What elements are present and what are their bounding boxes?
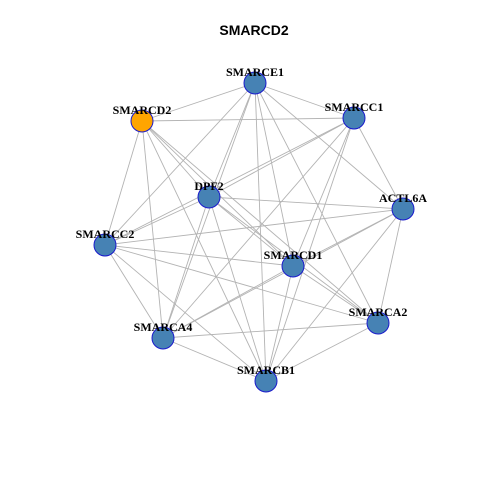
edge-smarcd1-smarca4 bbox=[162, 265, 294, 339]
node-label-dpf2: DPF2 bbox=[194, 179, 223, 193]
edge-actl6a-smarcc2 bbox=[104, 208, 404, 246]
node-smarcd2[interactable] bbox=[130, 109, 154, 133]
edge-smarce1-smarcd1 bbox=[254, 82, 294, 267]
edge-smarce1-smarcc1 bbox=[254, 82, 355, 119]
edge-dpf2-smarcd1 bbox=[208, 196, 294, 267]
edge-smarcc2-smarcb1 bbox=[104, 244, 267, 382]
edge-dpf2-smarcc2 bbox=[104, 196, 210, 246]
edge-smarcc1-dpf2 bbox=[208, 117, 355, 198]
diagram-title: SMARCD2 bbox=[219, 22, 288, 38]
edge-dpf2-smarca4 bbox=[162, 196, 210, 339]
edge-smarca2-smarca4 bbox=[162, 322, 379, 339]
edge-smarcc1-smarcd1 bbox=[292, 117, 355, 267]
node-label-smarcd2: SMARCD2 bbox=[113, 103, 172, 117]
edge-smarce1-actl6a bbox=[254, 82, 404, 210]
node-label-smarcd1: SMARCD1 bbox=[264, 248, 323, 262]
edge-smarcd1-smarcb1 bbox=[265, 265, 294, 382]
edge-actl6a-smarca2 bbox=[377, 208, 404, 324]
edge-smarcc1-smarca4 bbox=[162, 117, 355, 339]
node-smarcc1[interactable] bbox=[342, 106, 366, 130]
node-dpf2[interactable] bbox=[197, 185, 221, 209]
edge-smarcd2-smarcc1 bbox=[141, 117, 355, 122]
edge-smarcd2-smarcc2 bbox=[104, 120, 143, 246]
edge-smarcd2-smarcb1 bbox=[141, 120, 267, 382]
node-smarca2[interactable] bbox=[366, 311, 390, 335]
edge-smarcc2-smarca2 bbox=[104, 244, 379, 324]
edge-smarce1-smarca4 bbox=[162, 82, 256, 339]
edge-actl6a-smarca4 bbox=[162, 208, 404, 339]
edge-smarcd2-smarca4 bbox=[141, 120, 164, 339]
node-label-smarca4: SMARCA4 bbox=[134, 320, 193, 334]
edge-smarcc1-smarcc2 bbox=[104, 117, 355, 246]
node-label-smarce1: SMARCE1 bbox=[226, 65, 284, 79]
edge-smarce1-smarcd2 bbox=[141, 82, 256, 122]
edge-smarca4-smarcb1 bbox=[162, 337, 267, 382]
edge-smarcc2-smarca4 bbox=[104, 244, 164, 339]
node-label-smarcb1: SMARCB1 bbox=[237, 363, 295, 377]
node-label-smarca2: SMARCA2 bbox=[349, 305, 408, 319]
node-smarca4[interactable] bbox=[151, 326, 175, 350]
node-layer bbox=[93, 71, 415, 393]
edge-dpf2-smarcb1 bbox=[208, 196, 267, 382]
node-smarcd1[interactable] bbox=[281, 254, 305, 278]
node-actl6a[interactable] bbox=[391, 197, 415, 221]
edge-actl6a-smarcb1 bbox=[265, 208, 404, 382]
edge-smarcc1-smarcb1 bbox=[265, 117, 355, 382]
edge-smarcc2-smarcd1 bbox=[104, 244, 294, 267]
edge-smarcc1-actl6a bbox=[353, 117, 404, 210]
edge-dpf2-actl6a bbox=[208, 196, 404, 210]
node-label-smarcc2: SMARCC2 bbox=[76, 227, 135, 241]
edge-smarce1-smarca2 bbox=[254, 82, 379, 324]
node-label-actl6a: ACTL6A bbox=[379, 191, 427, 205]
edge-smarca2-smarcb1 bbox=[265, 322, 379, 382]
node-smarcc2[interactable] bbox=[93, 233, 117, 257]
edge-smarcd1-smarca2 bbox=[292, 265, 379, 324]
node-smarcb1[interactable] bbox=[254, 369, 278, 393]
edge-smarce1-dpf2 bbox=[208, 82, 256, 198]
node-label-smarcc1: SMARCC1 bbox=[325, 100, 384, 114]
node-smarce1[interactable] bbox=[243, 71, 267, 95]
edge-smarcd2-dpf2 bbox=[141, 120, 210, 198]
